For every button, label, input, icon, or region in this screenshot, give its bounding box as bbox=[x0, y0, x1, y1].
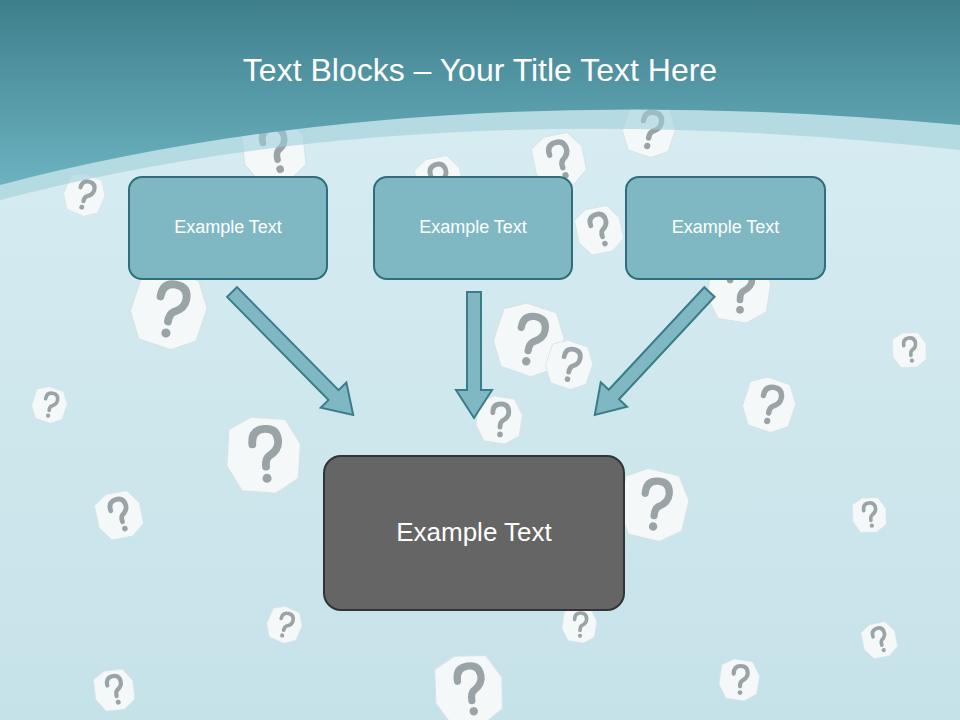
block-text: Example Text bbox=[174, 217, 282, 239]
text-block: Example Text bbox=[128, 176, 328, 280]
result-block: Example Text bbox=[323, 455, 625, 611]
paper-scrap bbox=[542, 337, 596, 392]
block-arrow bbox=[456, 292, 492, 418]
header-band bbox=[0, 0, 960, 185]
block-text: Example Text bbox=[672, 217, 780, 239]
text-block: Example Text bbox=[625, 176, 826, 280]
question-mark-texture bbox=[29, 99, 930, 720]
block-arrow bbox=[227, 287, 353, 415]
header-strip bbox=[0, 0, 960, 200]
paper-scrap bbox=[739, 374, 800, 436]
slide-title: Text Blocks – Your Title Text Here bbox=[0, 52, 960, 89]
text-block: Example Text bbox=[373, 176, 573, 280]
paper-scrap bbox=[569, 200, 629, 261]
paper-scrap bbox=[562, 607, 597, 643]
paper-scrap bbox=[849, 494, 890, 535]
paper-scrap bbox=[263, 603, 306, 647]
paper-scrap bbox=[616, 466, 692, 544]
paper-scrap bbox=[223, 413, 305, 497]
paper-scrap bbox=[719, 659, 760, 701]
paper-scrap bbox=[89, 485, 149, 546]
paper-scrap bbox=[428, 649, 509, 720]
paper-scrap bbox=[29, 384, 70, 425]
paper-scrap bbox=[89, 665, 139, 716]
block-arrow bbox=[595, 287, 715, 415]
paper-scrap bbox=[857, 617, 902, 663]
block-text: Example Text bbox=[396, 517, 552, 548]
paper-scrap bbox=[889, 329, 930, 370]
block-text: Example Text bbox=[419, 217, 527, 239]
